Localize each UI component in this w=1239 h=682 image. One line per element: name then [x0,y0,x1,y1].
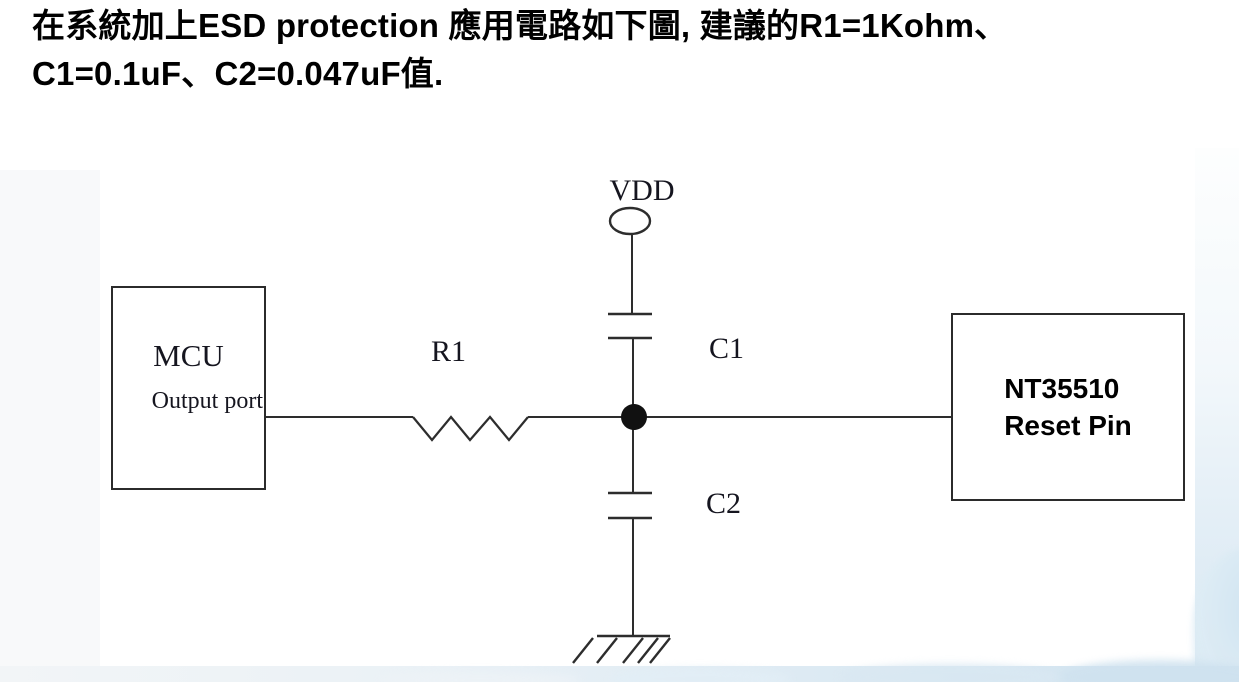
mcu-box: MCU Output port [111,286,266,490]
mcu-output-port-label: Output port [151,388,263,414]
vdd-label: VDD [609,174,675,207]
r1-label: R1 [431,335,467,368]
reset-pin-label: Reset Pin [1004,410,1132,441]
nt35510-label: NT35510 [1004,373,1120,404]
vdd-terminal-icon [608,206,652,236]
left-margin-decoration [0,170,100,666]
title-line-1: 在系統加上ESD protection 應用電路如下圖, 建議的R1=1Kohm… [32,7,1008,44]
mcu-label: MCU [153,338,224,373]
c1-label: C1 [709,332,745,365]
bottom-wave-shape [1060,660,1239,682]
capacitor-c2-symbol [608,491,652,520]
ground-icon [572,634,671,664]
bottom-wave-shape [840,664,1060,682]
nt35510-reset-pin-box: NT35510 Reset Pin [951,313,1185,501]
bottom-wave-shape [380,672,580,682]
capacitor-c1-symbol [608,312,652,340]
c2-label: C2 [706,487,742,520]
resistor-r1-symbol [412,415,529,442]
page-title: 在系統加上ESD protection 應用電路如下圖, 建議的R1=1Kohm… [32,2,1222,98]
junction-dot [621,404,647,430]
bottom-wave-shape [610,668,790,682]
title-line-2: C1=0.1uF、C2=0.047uF值. [32,55,444,92]
